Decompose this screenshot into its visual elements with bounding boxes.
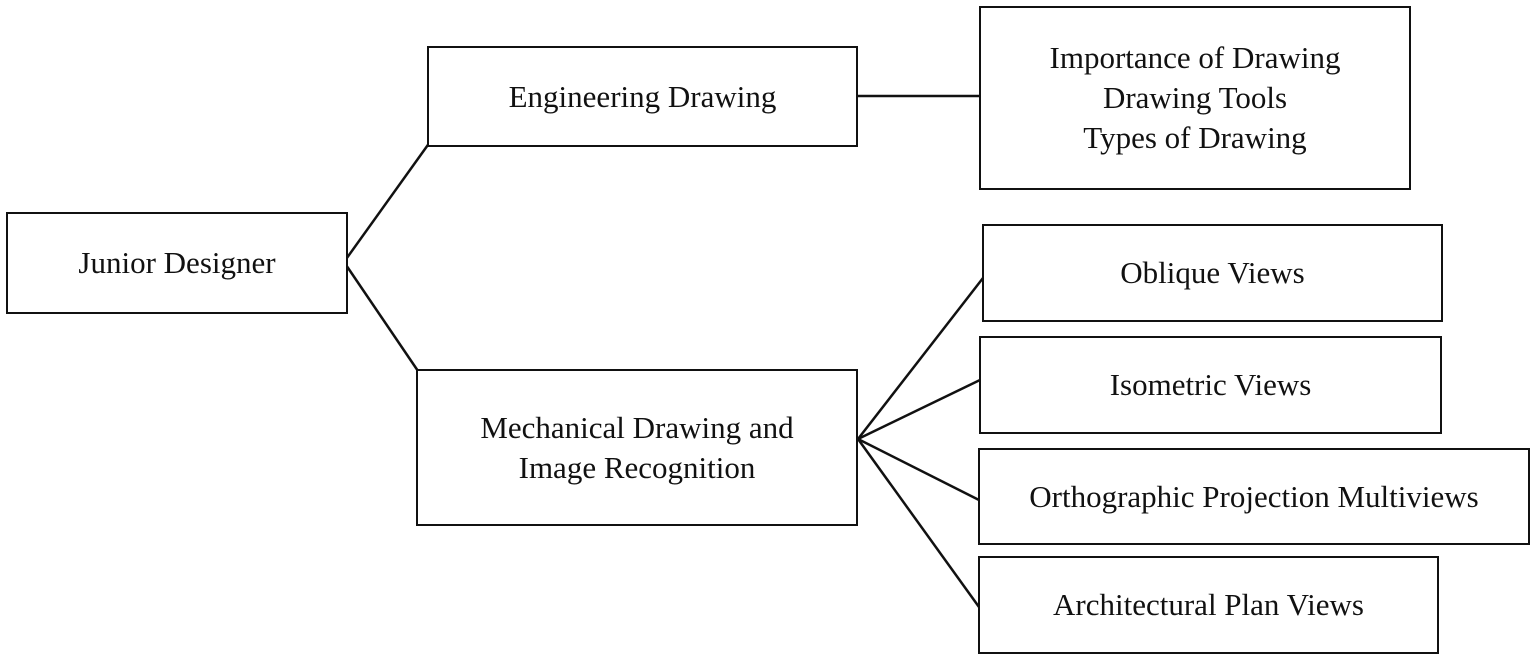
detail-item: Importance of Drawing [1049, 40, 1341, 75]
connector-root-engineering [342, 141, 432, 263]
node-architectural-plan-views: Architectural Plan Views [978, 556, 1439, 654]
node-label: Engineering Drawing [508, 78, 777, 114]
node-label-line-2: Image Recognition [518, 449, 756, 485]
detail-item: Drawing Tools [1102, 80, 1288, 115]
node-label: Junior Designer [78, 245, 276, 280]
node-label: Isometric Views [1109, 367, 1312, 402]
node-engineering-details: Importance of Drawing Drawing Tools Type… [979, 6, 1411, 190]
connector-mechanical-isometric [857, 378, 981, 441]
node-oblique-views: Oblique Views [982, 224, 1443, 322]
node-engineering-drawing: Engineering Drawing [427, 46, 858, 147]
node-label: Oblique Views [1120, 255, 1305, 290]
connector-root-mechanical [342, 261, 420, 372]
node-label: Architectural Plan Views [1053, 587, 1364, 622]
connector-mechanical-oblique [857, 277, 984, 440]
node-junior-designer: Junior Designer [6, 212, 348, 314]
node-orthographic-projection: Orthographic Projection Multiviews [978, 448, 1530, 545]
connector-mechanical-architectural [856, 438, 981, 608]
node-label: Orthographic Projection Multiviews [1029, 478, 1479, 514]
node-isometric-views: Isometric Views [979, 336, 1442, 434]
node-mechanical-drawing: Mechanical Drawing and Image Recognition [416, 369, 858, 526]
node-label-line-1: Mechanical Drawing and [480, 409, 794, 445]
detail-item: Types of Drawing [1083, 120, 1307, 155]
connector-mechanical-orthographic [857, 437, 980, 502]
